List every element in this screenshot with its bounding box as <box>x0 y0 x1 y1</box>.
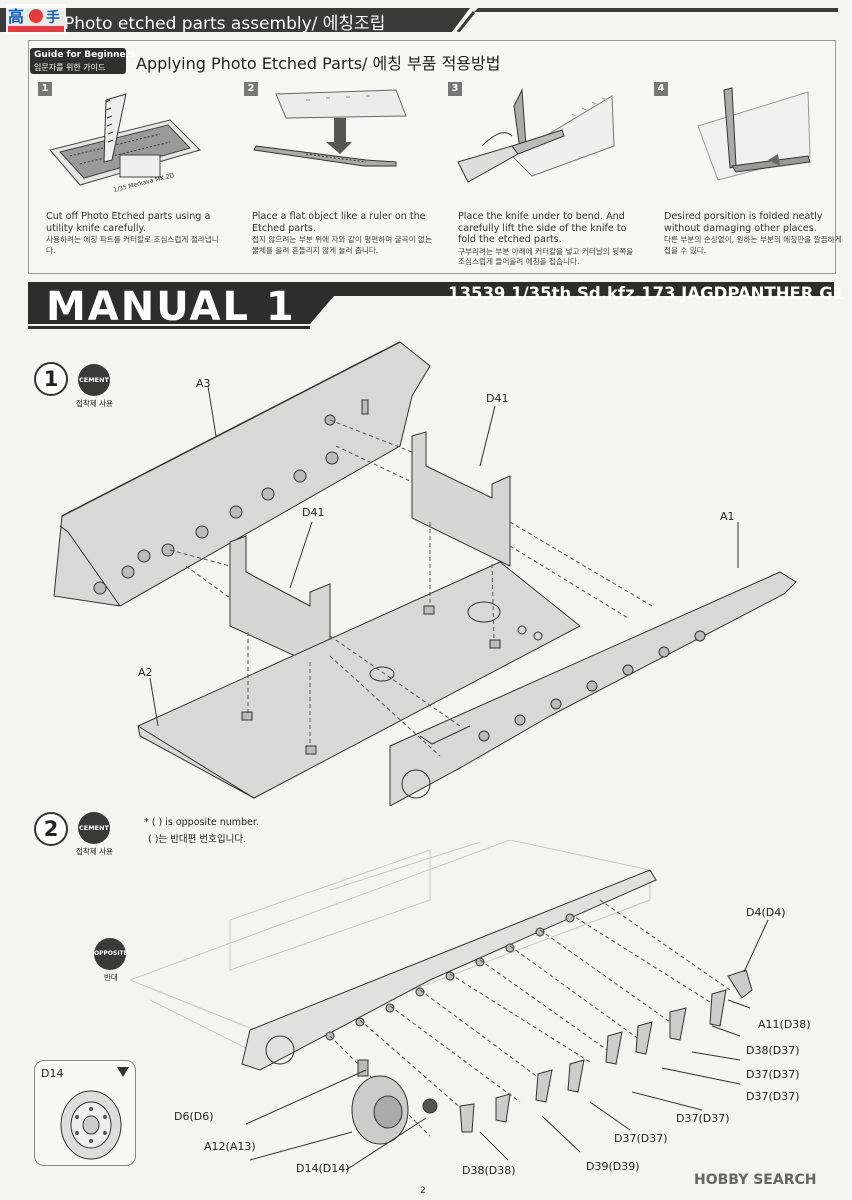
label-d39: D39(D39) <box>586 1160 640 1173</box>
opposite-icon: OPPOSITE <box>94 938 128 970</box>
step-1-number: 1 <box>34 362 68 396</box>
guide-step-4-en: Desired porsition is folded neatly witho… <box>664 211 823 234</box>
step-1-diagram <box>53 341 797 806</box>
label-d38-d37: D38(D37) <box>746 1044 800 1057</box>
guide-step-3-en: Place the knife under to bend. And caref… <box>458 211 627 245</box>
label-d37-3: D37(D37) <box>676 1112 730 1125</box>
page-number: 2 <box>420 1186 426 1196</box>
guide-step-1-number: 1 <box>38 82 52 96</box>
manual-banner <box>28 282 834 329</box>
label-a1: A1 <box>720 510 735 523</box>
label-d41-right: D41 <box>486 392 509 405</box>
label-d41-left: D41 <box>302 506 325 519</box>
label-a2: A2 <box>138 666 153 679</box>
guide-step-4-text: Desired porsition is folded neatly witho… <box>664 211 844 256</box>
guide-step-4-ko: 다른 부분의 손상없이, 원하는 부분의 에칭만을 깔끔하게 접을 수 있다. <box>664 235 842 255</box>
guide-illustration-bend <box>457 88 615 183</box>
label-d37-4: D37(D37) <box>614 1132 668 1145</box>
guide-step-3-number: 3 <box>448 82 462 96</box>
step-2-diagram <box>130 840 769 1170</box>
guide-step-1-ko: 사용하려는 에칭 파트를 커터칼로 조심스럽게 절라냅니다. <box>46 235 219 255</box>
opposite-note-en: * ( ) is opposite number. <box>144 817 259 828</box>
site-logo: 高 手 <box>6 4 66 34</box>
label-d14: D14(D14) <box>296 1162 350 1175</box>
label-d6: D6(D6) <box>174 1110 214 1123</box>
label-a11: A11(D38) <box>758 1018 811 1031</box>
cement-caption: 접착제 사용 <box>76 399 113 408</box>
label-a12: A12(A13) <box>204 1140 256 1153</box>
guide-step-3-text: Place the knife under to bend. And caref… <box>458 211 638 268</box>
guide-title: Applying Photo Etched Parts/ 에칭 부품 적용방법 <box>136 54 501 73</box>
wheel-detail-icon <box>60 1090 122 1160</box>
guide-illustration-ruler <box>253 89 407 167</box>
watermark: HOBBY SEARCH <box>694 1172 817 1188</box>
step-2-number: 2 <box>34 812 68 846</box>
guide-badge: Guide for Beginners 입문자를 위한 가이드 <box>30 48 135 74</box>
svg-text:高: 高 <box>8 7 24 26</box>
product-title: 13539 1/35th Sd.kfz.173 JAGDPANTHER G1 <box>448 284 845 303</box>
guide-step-2-text: Place a flat object like a ruler on the … <box>252 211 432 256</box>
guide-illustration-cut: 1/35 Merkava MK.2D <box>49 93 201 194</box>
label-a3: A3 <box>196 377 211 390</box>
guide-step-3-ko: 구부리려는 부분 아래에 커터칼을 넣고 커터날의 뒷쪽을 조심스럽게 들어올려… <box>458 246 634 267</box>
header-bar <box>0 8 838 32</box>
detail-d14-label: D14 <box>41 1067 64 1080</box>
cement-icon-2: CEMENT <box>78 812 110 844</box>
opposite-note-ko: ( )는 반대편 번호입니다. <box>148 834 247 845</box>
manual-title: MANUAL 1 <box>46 284 296 330</box>
svg-text:手: 手 <box>46 9 60 26</box>
guide-badge-en: Guide for Beginners <box>34 50 136 60</box>
guide-step-2-number: 2 <box>244 82 258 96</box>
cement-icon: CEMENT <box>78 364 110 396</box>
label-d4: D4(D4) <box>746 906 786 919</box>
guide-step-1-text: Cut off Photo Etched parts using a utili… <box>46 211 226 256</box>
cement-caption-2: 접착제 사용 <box>76 847 113 856</box>
flip-icon <box>117 1067 129 1077</box>
guide-illustration-folded <box>697 87 811 181</box>
label-d38-d38: D38(D38) <box>462 1164 516 1177</box>
guide-step-1-en: Cut off Photo Etched parts using a utili… <box>46 211 211 234</box>
label-d37-1: D37(D37) <box>746 1068 800 1081</box>
guide-step-4-number: 4 <box>654 82 668 96</box>
opposite-caption: 반대 <box>104 973 118 982</box>
detail-d14-box: D14 <box>34 1060 136 1166</box>
guide-step-2-ko: 접지 않으려는 부분 위에 자와 같이 평편하며 굴곡이 없는 물체를 올려 흔… <box>252 235 432 255</box>
guide-step-2-en: Place a flat object like a ruler on the … <box>252 211 426 234</box>
label-d37-2: D37(D37) <box>746 1090 800 1103</box>
guide-badge-ko: 입문자를 위한 가이드 <box>34 63 106 72</box>
header-title: Photo etched parts assembly/ 에칭조립 <box>64 14 386 34</box>
